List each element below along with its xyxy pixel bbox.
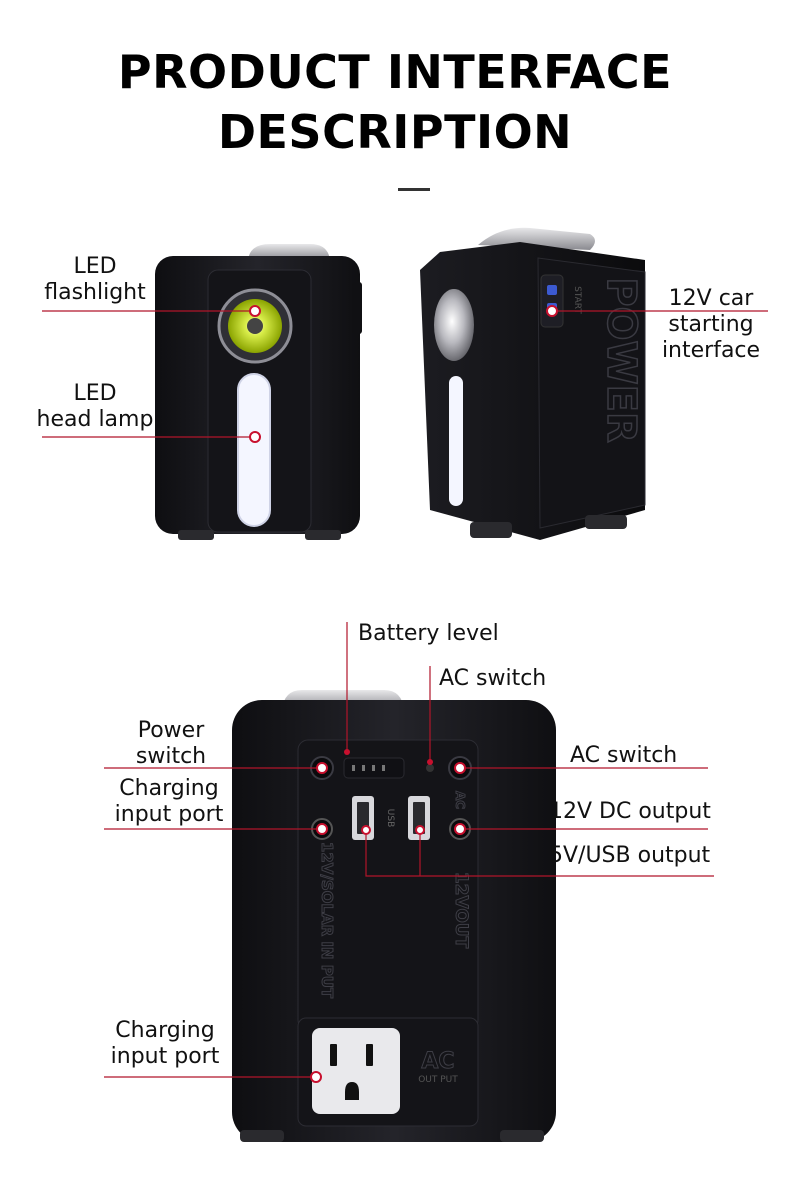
label-car-interface-line1: 12V car (668, 286, 754, 311)
dot-battery-level (344, 749, 350, 755)
title-line-2: DESCRIPTION (217, 105, 573, 159)
dot-charging-input-2 (310, 1071, 322, 1083)
page-title: PRODUCT INTERFACE DESCRIPTION (0, 42, 790, 162)
head-lamp-strip (237, 373, 271, 527)
front-foot-right (305, 530, 341, 540)
back-view-device: USB 12V/SOLAR IN PUT 12VOUT AC AC OUT PU… (232, 690, 556, 1142)
label-car-interface: 12V car starting interface (656, 286, 766, 364)
ac-indicator-led (426, 764, 434, 772)
back-foot-right (500, 1130, 544, 1142)
front-foot-left (178, 530, 214, 540)
side-power-text: POWER (598, 277, 644, 443)
dot-led-head-lamp (249, 431, 261, 443)
label-car-interface-line3: interface (661, 338, 761, 363)
label-car-interface-line2: starting (668, 312, 754, 337)
label-charging-input-2: Charging input port (100, 1018, 230, 1070)
label-ac-switch-top: AC switch (439, 666, 547, 691)
ac-out-panel-text: AC (421, 1049, 454, 1074)
side-foot-left (470, 522, 512, 538)
side-head-lamp (449, 376, 463, 506)
label-led-flashlight-line2: flashlight (44, 280, 146, 305)
side-start-text: START (572, 286, 582, 314)
label-battery-level: Battery level (358, 621, 499, 646)
ac-outlet-slot-left (330, 1044, 337, 1066)
label-power-switch-line2: switch (135, 744, 207, 769)
ac-outlet-ground (345, 1082, 359, 1100)
label-led-head-lamp-line1: LED (73, 381, 117, 406)
label-charging-input-line1: Charging (119, 776, 219, 801)
label-led-head-lamp: LED head lamp (30, 381, 160, 433)
flashlight-led-core (247, 318, 263, 334)
label-power-switch: Power switch (116, 718, 226, 770)
ac-small-panel-text: AC (453, 791, 467, 809)
side-panel (537, 257, 646, 529)
dot-usb-left (361, 825, 371, 835)
back-foot-left (240, 1130, 284, 1142)
battery-bar-1 (352, 765, 355, 771)
dot-car-interface (546, 305, 558, 317)
dot-ac-switch-right (454, 762, 466, 774)
title-line-1: PRODUCT INTERFACE (117, 45, 673, 99)
label-led-head-lamp-line2: head lamp (36, 407, 154, 432)
connector-usb-left (365, 830, 714, 877)
label-charging-input-2-line2: input port (110, 1044, 220, 1069)
label-charging-input: Charging input port (104, 776, 234, 828)
label-charging-input-line2: input port (114, 802, 224, 827)
car-start-pin-top (547, 285, 557, 295)
ac-outlet-slot-right (366, 1044, 373, 1066)
dot-led-flashlight (249, 305, 261, 317)
ac-outlet (312, 1028, 400, 1114)
dot-power-switch (316, 762, 328, 774)
car-start-port (540, 274, 564, 328)
ac-out-sub-text: OUT PUT (418, 1075, 458, 1085)
front-side-clip (352, 282, 362, 334)
input-panel-text: 12V/SOLAR IN PUT (318, 842, 336, 999)
side-foot-right (585, 515, 627, 529)
battery-bar-4 (382, 765, 385, 771)
callout-connectors (42, 310, 768, 1078)
label-led-flashlight: LED flashlight (40, 254, 150, 306)
battery-bar-2 (362, 765, 365, 771)
title-divider (398, 188, 430, 191)
side-flashlight (434, 289, 474, 361)
dot-usb-right (415, 825, 425, 835)
dot-ac-switch-top (427, 759, 433, 765)
label-charging-input-2-line1: Charging (115, 1018, 215, 1043)
label-ac-switch-right: AC switch (570, 743, 678, 768)
callout-dots (249, 305, 558, 1083)
label-usb-output: 5V/USB output (549, 843, 711, 868)
output-panel-text: 12VOUT (451, 872, 471, 949)
dot-charging-input (316, 823, 328, 835)
front-view-device (155, 244, 362, 540)
usb-panel-text: USB (385, 809, 395, 827)
battery-bar-3 (372, 765, 375, 771)
dot-dc-output (454, 823, 466, 835)
side-view-device: POWER START (420, 227, 646, 540)
label-power-switch-line1: Power (137, 718, 205, 743)
label-led-flashlight-line1: LED (73, 254, 117, 279)
label-dc-output: 12V DC output (549, 799, 711, 824)
